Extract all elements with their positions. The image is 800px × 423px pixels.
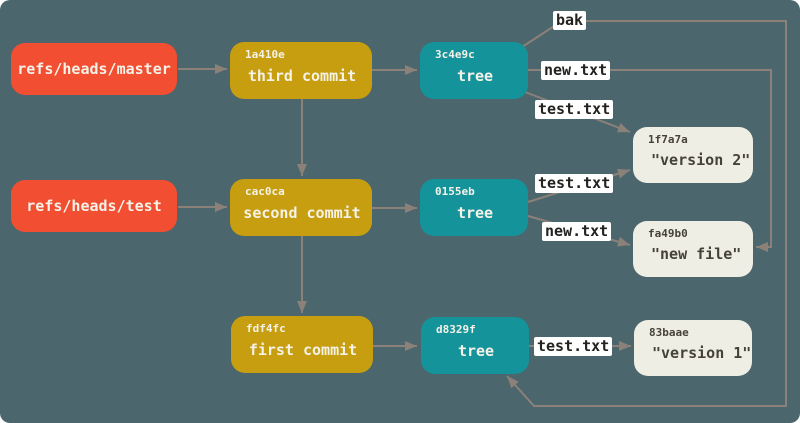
tree-node-0155eb: 0155eb tree bbox=[420, 179, 528, 236]
ref-test-label: refs/heads/test bbox=[26, 197, 162, 215]
ref-node-test: refs/heads/test bbox=[11, 180, 177, 232]
ref-node-master: refs/heads/master bbox=[11, 43, 177, 95]
blob-node-1f7a7a: 1f7a7a "version 2" bbox=[633, 127, 753, 183]
tree-0155eb-hash: 0155eb bbox=[435, 185, 475, 198]
blob-83baae-label: "version 1" bbox=[652, 344, 752, 363]
ref-master-label: refs/heads/master bbox=[17, 60, 171, 78]
blob-1f7a7a-label: "version 2" bbox=[651, 151, 751, 170]
tree-d8329f-hash: d8329f bbox=[436, 323, 476, 336]
tree-0155eb-label: tree bbox=[456, 203, 494, 222]
commit-third-label: third commit bbox=[247, 66, 357, 85]
edge-label-testtxt-mid: test.txt bbox=[535, 174, 614, 193]
edge-label-testtxt-bottom: test.txt bbox=[534, 337, 613, 356]
blob-fa49b0-label: "new file" bbox=[651, 245, 742, 264]
blob-node-83baae: 83baae "version 1" bbox=[634, 320, 752, 376]
edge-label-testtxt-top: test.txt bbox=[535, 100, 614, 119]
tree-3c4e9c-hash: 3c4e9c bbox=[435, 48, 475, 61]
commit-third-hash: 1a410e bbox=[245, 48, 285, 61]
commit-node-second: cac0ca second commit bbox=[230, 179, 372, 236]
edge-label-bak: bak bbox=[553, 11, 587, 30]
tree-node-3c4e9c: 3c4e9c tree bbox=[420, 42, 528, 99]
commit-first-label: first commit bbox=[248, 340, 358, 359]
edge-tree-3c4e9c-newtxt-to-blob-fa49b0 bbox=[528, 69, 772, 252]
commit-second-hash: cac0ca bbox=[245, 185, 285, 198]
edge-label-newtxt-mid: new.txt bbox=[542, 222, 612, 241]
tree-d8329f-label: tree bbox=[457, 341, 495, 360]
blob-node-fa49b0: fa49b0 "new file" bbox=[633, 221, 753, 277]
blob-fa49b0-hash: fa49b0 bbox=[648, 227, 688, 240]
commit-node-first: fdf4fc first commit bbox=[231, 316, 373, 373]
tree-3c4e9c-label: tree bbox=[456, 66, 494, 85]
edge-label-newtxt-top: new.txt bbox=[541, 61, 611, 80]
commit-first-hash: fdf4fc bbox=[246, 322, 286, 335]
commit-node-third: 1a410e third commit bbox=[230, 42, 372, 99]
tree-node-d8329f: d8329f tree bbox=[421, 317, 529, 374]
blob-1f7a7a-hash: 1f7a7a bbox=[648, 133, 688, 146]
blob-83baae-hash: 83baae bbox=[649, 326, 689, 339]
commit-second-label: second commit bbox=[243, 203, 361, 222]
